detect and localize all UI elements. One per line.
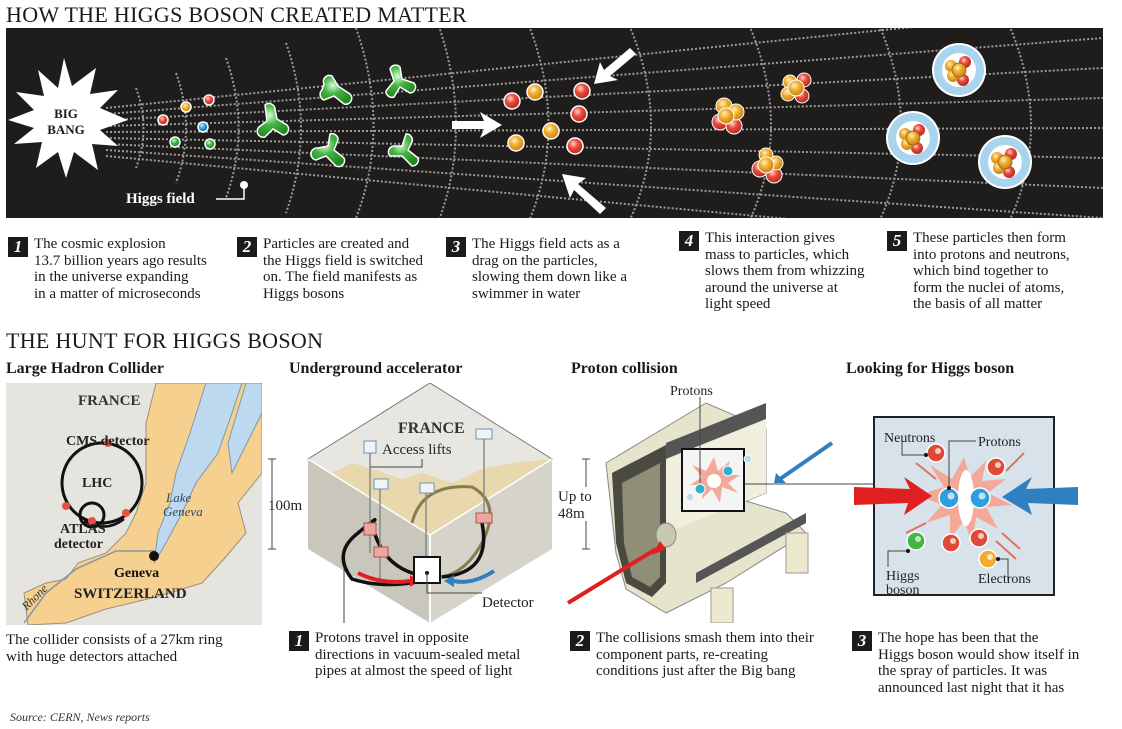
step-text: The Higgs field acts as a drag on the pa…: [472, 236, 627, 302]
geneva-label: Geneva: [114, 566, 159, 581]
big-bang-starburst: [8, 58, 128, 178]
higgs-field-illustration: BIG BANG: [6, 28, 1103, 218]
detector-label: Detector: [482, 595, 534, 611]
arrow-up-left-icon: [562, 174, 606, 214]
geneva-marker: [149, 551, 159, 561]
step-text: The cosmic explosion 13.7 billion years …: [34, 236, 207, 302]
higgs-bosons: [256, 64, 420, 168]
map-france-label: FRANCE: [78, 393, 141, 409]
panel-title-looking: Looking for Higgs boson: [846, 360, 1015, 377]
atoms: [886, 43, 1032, 189]
initial-particles: [157, 94, 216, 150]
step-number: 5: [887, 231, 907, 251]
step-text: The hope has been that the Higgs boson w…: [878, 630, 1080, 696]
lake-label-1: Lake: [165, 490, 192, 505]
panel-title-accelerator: Underground accelerator: [289, 360, 463, 377]
step-number: 3: [852, 631, 872, 651]
higgs-field-pointer-dot: [240, 181, 248, 189]
atlas-label-1: ATLAS: [60, 522, 106, 537]
blue-beam-arrow: [1002, 477, 1078, 515]
blue-beam-arrow: [778, 441, 834, 481]
big-bang-label-1: BIG: [54, 106, 78, 121]
hunt-step-2: 2 The collisions smash them into their c…: [570, 630, 814, 680]
matter-step-2: 2 Particles are created and the Higgs fi…: [237, 236, 423, 302]
step-number: 3: [446, 237, 466, 257]
step-text: The collisions smash them into their com…: [596, 630, 814, 679]
panel-title-lhc: Large Hadron Collider: [6, 360, 164, 377]
step-text: Protons travel in opposite directions in…: [315, 630, 521, 679]
cms-label: CMS detector: [66, 434, 150, 449]
access-lift-icons: [363, 428, 493, 494]
section-title-matter: HOW THE HIGGS BOSON CREATED MATTER: [6, 2, 468, 27]
lake-label-2: Geneva: [163, 504, 203, 519]
access-lifts-label: Access lifts: [382, 442, 452, 458]
depth-label: 100m: [268, 498, 303, 514]
step-number: 2: [237, 237, 257, 257]
red-beam-arrow: [357, 571, 411, 584]
matter-step-3: 3 The Higgs field acts as a drag on the …: [446, 236, 627, 302]
higgs-boson-label-2: boson: [886, 583, 919, 598]
proton-collision-graphic: Protons Up to 48m: [556, 384, 846, 623]
dragged-particles: [503, 82, 591, 155]
arrow-down-left-icon: [594, 48, 636, 84]
matter-step-5: 5 These particles then form into protons…: [887, 230, 1070, 313]
step-text: These particles then form into protons a…: [913, 230, 1070, 312]
lake-geneva: [153, 383, 243, 564]
step-number: 1: [289, 631, 309, 651]
drag-arrows: [452, 48, 636, 214]
protons-label: Protons: [978, 435, 1021, 450]
red-beam-arrow: [566, 547, 658, 605]
collision-protons-label: Protons: [670, 384, 713, 399]
matter-step-4: 4 This interaction gives mass to particl…: [679, 230, 865, 313]
hunt-step-1: 1 Protons travel in opposite directions …: [289, 630, 520, 680]
accel-france-label: FRANCE: [398, 420, 465, 437]
underground-accelerator-graphic: 100m FRANCE Access lifts Detector: [268, 383, 553, 623]
matter-step-1: 1 The cosmic explosion 13.7 billion year…: [8, 236, 207, 302]
expanding-universe-graphic: BIG BANG: [8, 28, 1103, 218]
nuclei: [711, 72, 812, 184]
size-label-1: Up to: [558, 489, 592, 505]
red-beam-arrow: [854, 477, 932, 515]
neutrons-label: Neutrons: [884, 431, 935, 446]
higgs-search-graphic: Neutrons Protons Higgs boson Electrons: [846, 416, 1078, 598]
higgs-boson-label-1: Higgs: [886, 569, 919, 584]
rhone-river: [23, 550, 156, 624]
lhc-map: FRANCE CMS detector LHC ATLAS detector L…: [6, 383, 262, 625]
blue-beam-arrow: [453, 569, 496, 584]
higgs-field-label: Higgs field: [126, 191, 195, 207]
arrow-right-icon: [452, 112, 502, 138]
step-text: Particles are created and the Higgs fiel…: [263, 236, 423, 302]
lhc-label: LHC: [82, 476, 112, 491]
source-note: Source: CERN, News reports: [10, 710, 150, 724]
hunt-step-3: 3 The hope has been that the Higgs boson…: [852, 630, 1079, 696]
step-text: This interaction gives mass to particles…: [705, 230, 865, 312]
atlas-label-2: detector: [54, 537, 103, 552]
lhc-caption: The collider consists of a 27km ring wit…: [6, 632, 223, 665]
switzerland-label: SWITZERLAND: [74, 586, 187, 602]
big-bang-label-2: BANG: [47, 122, 85, 137]
detector-markers: [62, 439, 130, 525]
panel-title-collision: Proton collision: [571, 360, 678, 377]
step-number: 4: [679, 231, 699, 251]
step-number: 2: [570, 631, 590, 651]
higgs-field-pointer: [216, 187, 245, 200]
size-label-2: 48m: [558, 506, 585, 522]
step-number: 1: [8, 237, 28, 257]
section-title-hunt: THE HUNT FOR HIGGS BOSON: [6, 328, 324, 353]
electrons-label: Electrons: [978, 572, 1031, 587]
